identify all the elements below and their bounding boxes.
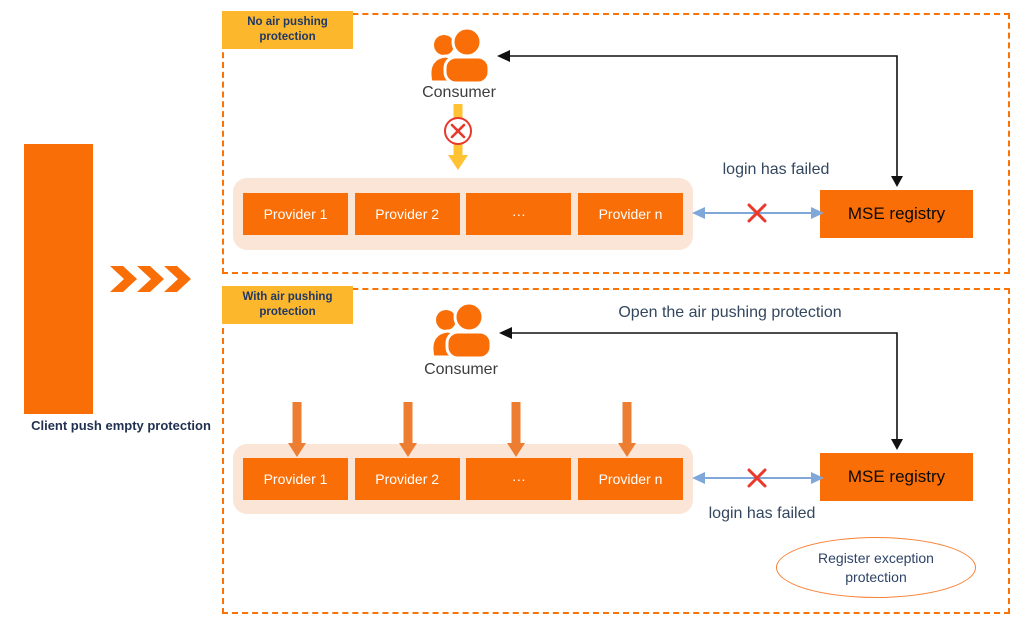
diagram-caption: Client push empty protection <box>31 418 211 433</box>
panel-no-protection <box>222 13 1010 274</box>
provider-cluster: Provider 1 Provider 2 ··· Provider n <box>233 444 693 514</box>
provider-box: Provider 2 <box>354 458 460 500</box>
provider-box: Provider n <box>577 458 683 500</box>
callout-text: Register exception protection <box>818 550 934 585</box>
provider-cluster: Provider 1 Provider 2 ··· Provider n <box>233 178 693 250</box>
consumer-label: Consumer <box>422 84 496 101</box>
intro-bar <box>24 144 93 414</box>
panel2-title-badge: With air pushing protection <box>222 286 353 324</box>
provider-box: Provider n <box>577 193 683 235</box>
provider-box-ellipsis: ··· <box>466 193 572 235</box>
provider-box-ellipsis: ··· <box>466 458 572 500</box>
panel1-title-badge: No air pushing protection <box>222 11 353 49</box>
arrow-note-open-protection: Open the air pushing protection <box>618 304 842 321</box>
status-text-login-failed: login has failed <box>708 505 816 522</box>
triple-chevron-right-icon <box>110 266 191 292</box>
consumer-icon <box>426 301 496 366</box>
consumer-icon <box>424 26 494 91</box>
status-text-login-failed: login has failed <box>722 161 830 178</box>
panel-with-protection <box>222 288 1010 614</box>
provider-box: Provider 1 <box>243 458 348 500</box>
consumer-label: Consumer <box>424 361 498 378</box>
register-exception-callout: Register exception protection <box>776 537 976 598</box>
mse-registry-box: MSE registry <box>820 453 973 501</box>
mse-registry-box: MSE registry <box>820 190 973 238</box>
provider-box: Provider 1 <box>243 193 348 235</box>
provider-box: Provider 2 <box>354 193 460 235</box>
